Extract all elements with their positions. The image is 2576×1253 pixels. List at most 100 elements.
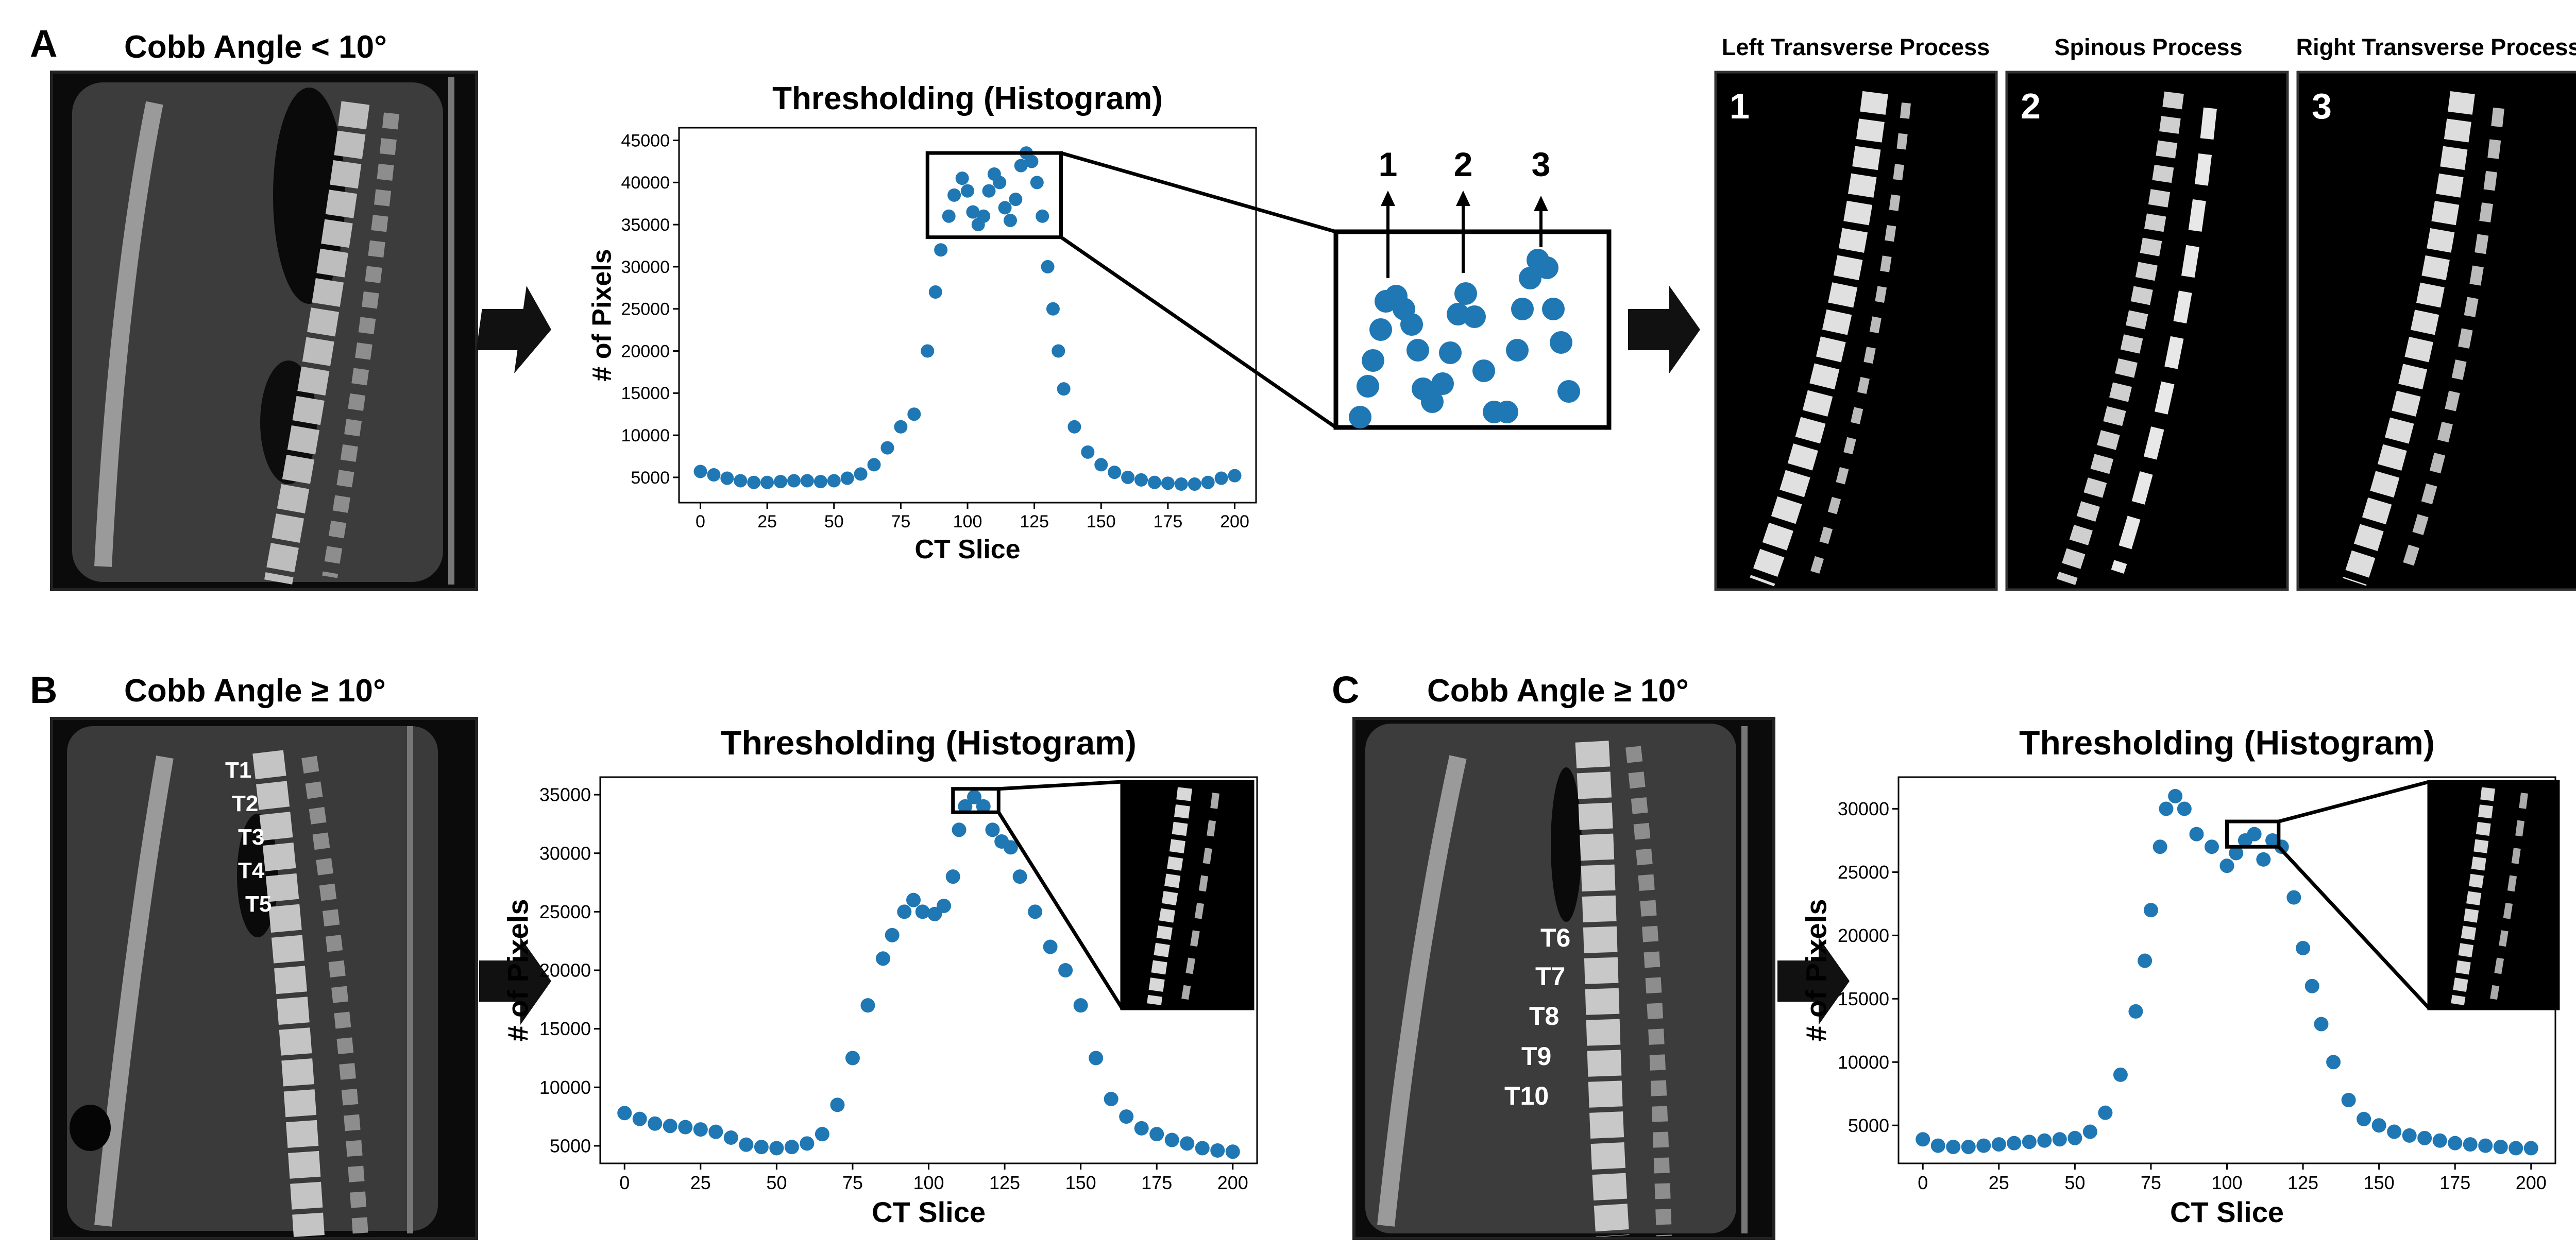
data-point [2189, 827, 2204, 842]
data-point [1003, 213, 1017, 227]
data-point [2168, 788, 2183, 803]
data-point [617, 1106, 632, 1121]
data-point [928, 285, 942, 299]
data-point [2463, 1137, 2478, 1152]
data-point [2509, 1141, 2523, 1156]
x-tick-label: 75 [2141, 1172, 2161, 1193]
x-tick-label: 200 [1217, 1172, 1248, 1193]
data-point [2022, 1135, 2037, 1149]
data-point [827, 474, 841, 488]
panel-letter-c: C [1332, 668, 1359, 711]
vertebra-label: T2 [232, 791, 258, 816]
data-point [760, 475, 774, 489]
data-point [678, 1120, 693, 1135]
x-tick-label: 50 [2064, 1172, 2085, 1193]
x-tick-label: 0 [619, 1172, 630, 1193]
x-axis-label: CT Slice [2170, 1196, 2284, 1228]
data-point [867, 458, 881, 472]
data-point [860, 998, 875, 1013]
peak-number-3: 3 [1532, 145, 1551, 183]
zoom-point [1454, 282, 1477, 305]
x-tick-label: 200 [2516, 1172, 2547, 1193]
data-point [2153, 839, 2167, 854]
zoom-point [1406, 339, 1429, 362]
data-point [2138, 953, 2153, 968]
data-point [2037, 1133, 2052, 1148]
data-point [708, 1124, 723, 1139]
panel-letter-b: B [30, 668, 57, 711]
data-point [2219, 859, 2234, 873]
chart-title: Thresholding (Histogram) [2019, 724, 2435, 762]
data-point [1228, 469, 1242, 483]
data-point [1134, 473, 1148, 487]
right-arrow-icon [476, 286, 551, 373]
data-point [800, 1136, 815, 1151]
zoom-point [1550, 331, 1572, 354]
data-point [897, 904, 912, 919]
data-point [784, 1140, 799, 1155]
data-point [840, 471, 854, 485]
data-point [739, 1137, 754, 1152]
data-point [845, 1051, 860, 1066]
vertebra-label: T8 [1529, 1002, 1559, 1031]
data-point [880, 441, 894, 455]
zoom-point [1506, 339, 1529, 362]
y-tick-label: 40000 [621, 173, 670, 193]
crop-title-left: Left Transverse Process [1722, 34, 1990, 60]
data-point [2159, 801, 2174, 816]
data-point [1067, 420, 1081, 434]
data-point [2478, 1138, 2493, 1153]
x-axis-label: CT Slice [914, 535, 1020, 564]
chart-title: Thresholding (Histogram) [772, 81, 1163, 116]
vertebra-label: T5 [245, 891, 272, 917]
data-point [1946, 1140, 1961, 1155]
data-point [2247, 827, 2262, 842]
data-point [769, 1141, 784, 1156]
data-point [1089, 1051, 1104, 1066]
data-point [2007, 1136, 2022, 1151]
x-tick-label: 50 [824, 512, 844, 531]
data-point [2082, 1124, 2097, 1139]
cobb-label-c: Cobb Angle ≥ 10° [1427, 673, 1689, 709]
zoom-point [1431, 372, 1454, 395]
x-tick-label: 100 [2211, 1172, 2242, 1193]
data-point [754, 1140, 769, 1155]
data-point [2296, 940, 2311, 955]
panel-letter-a: A [30, 22, 57, 65]
data-point [1180, 1136, 1195, 1151]
data-point [1188, 477, 1201, 491]
data-point [1041, 260, 1055, 273]
y-tick-label: 30000 [1838, 798, 1889, 819]
zoom-point [1400, 313, 1423, 336]
y-tick-label: 15000 [621, 384, 670, 403]
data-point [1036, 209, 1049, 223]
data-point [1210, 1143, 1225, 1158]
x-tick-label: 25 [1989, 1172, 2009, 1193]
crop-titles-a: Left Transverse Process Spinous Process … [1722, 34, 2576, 60]
data-point [1028, 904, 1043, 919]
y-axis-label: # of Pixels [502, 899, 534, 1041]
zoom-inset-a: 1 2 3 [1060, 145, 1612, 430]
zoom-point [1349, 406, 1371, 428]
data-point [977, 209, 991, 223]
data-point [2052, 1132, 2067, 1147]
vertebra-label: T4 [238, 858, 265, 883]
data-point [2256, 852, 2271, 867]
data-point [1046, 302, 1060, 316]
vertebra-labels-b: T1 T2 T3 T4 T5 [225, 758, 272, 917]
data-point [2402, 1128, 2417, 1143]
x-tick-label: 100 [913, 1172, 944, 1193]
peak-markers-a [1381, 191, 1548, 278]
zoom-point [1496, 401, 1518, 423]
data-point [2314, 1017, 2329, 1032]
x-tick-label: 25 [690, 1172, 711, 1193]
x-tick-label: 175 [2439, 1172, 2470, 1193]
crop-number-3: 3 [2312, 86, 2332, 126]
data-point [1094, 458, 1108, 472]
data-point [2128, 1004, 2143, 1019]
x-tick-label: 125 [1020, 512, 1049, 531]
data-point [2229, 846, 2244, 861]
y-tick-label: 5000 [631, 468, 670, 488]
data-point [663, 1119, 677, 1134]
data-point [2326, 1055, 2341, 1070]
